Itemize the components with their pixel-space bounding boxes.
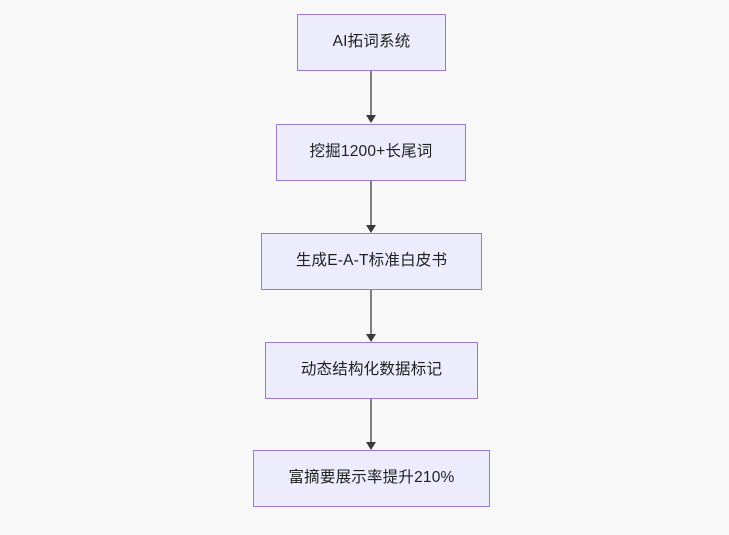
edge-n4-n5-line [370, 399, 372, 442]
flowchart-node-mine-longtail-keywords[interactable]: 挖掘1200+长尾词 [276, 124, 466, 181]
flowchart-node-label: AI拓词系统 [332, 33, 411, 51]
flowchart-node-label: 富摘要展示率提升210% [288, 469, 455, 487]
edge-n2-n3-line [370, 181, 372, 225]
flowchart-node-ai-keyword-system[interactable]: AI拓词系统 [297, 14, 446, 71]
edge-n4-n5-arrowhead [365, 442, 376, 450]
flowchart-node-dynamic-structured-data-markup[interactable]: 动态结构化数据标记 [265, 342, 478, 399]
edge-n1-n2-line [370, 71, 372, 115]
flowchart-node-label: 动态结构化数据标记 [300, 361, 443, 379]
flowchart-node-generate-eat-whitepaper[interactable]: 生成E-A-T标准白皮书 [261, 233, 482, 290]
edge-n3-n4-arrowhead [365, 334, 376, 342]
edge-n1-n2-arrowhead [365, 115, 376, 123]
edge-n3-n4-line [370, 290, 372, 334]
flowchart-node-label: 挖掘1200+长尾词 [309, 143, 433, 161]
flowchart-node-rich-snippet-rate-increase[interactable]: 富摘要展示率提升210% [253, 450, 490, 507]
flowchart-node-label: 生成E-A-T标准白皮书 [295, 252, 448, 270]
edge-n2-n3-arrowhead [365, 225, 376, 233]
